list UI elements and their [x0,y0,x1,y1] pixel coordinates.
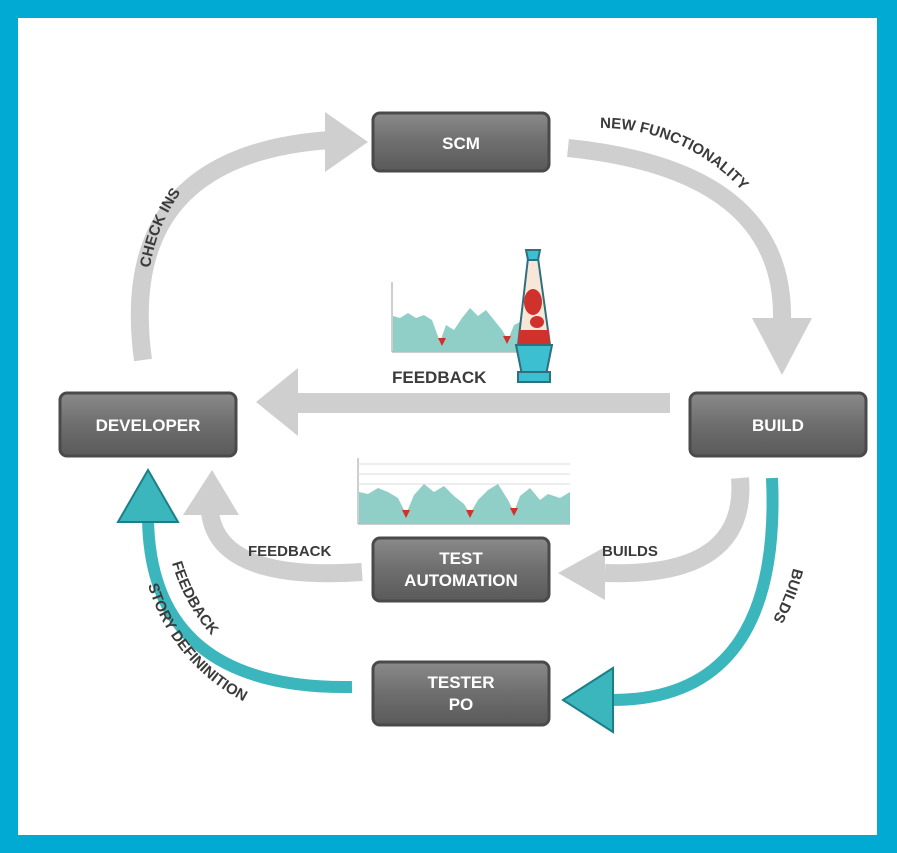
node-tester-po: TESTER PO [371,660,551,727]
builds-to-test-arrow [558,477,750,600]
builds-to-tester-arrow [561,477,779,734]
feedback-top-label: FEEDBACK [392,368,487,387]
node-test-automation-label-1: TEST [439,549,483,568]
feedback-test-label: FEEDBACK [248,543,332,560]
check-ins-arrow [130,112,368,362]
node-tester-label-2: PO [449,695,474,714]
node-developer-label: DEVELOPER [96,416,201,435]
node-test-automation-label-2: AUTOMATION [404,571,518,590]
new-functionality-arrow [567,139,812,375]
lava-lamp-icon [514,249,554,383]
builds-to-tester-label: BUILDS [769,567,806,626]
node-developer: DEVELOPER [58,391,238,458]
node-build: BUILD [688,391,868,458]
feedback-test-arrow [183,470,363,583]
feedback-arrow-top [256,368,670,436]
build-history-chart-middle [357,458,570,525]
node-scm: SCM [371,111,551,173]
build-history-chart-top [391,282,520,353]
node-build-label: BUILD [752,416,804,435]
story-feedback-arrow [116,467,353,694]
node-scm-label: SCM [442,134,480,153]
node-test-automation: TEST AUTOMATION [371,536,551,603]
node-tester-label-1: TESTER [427,673,494,692]
builds-to-test-label: BUILDS [602,543,658,560]
